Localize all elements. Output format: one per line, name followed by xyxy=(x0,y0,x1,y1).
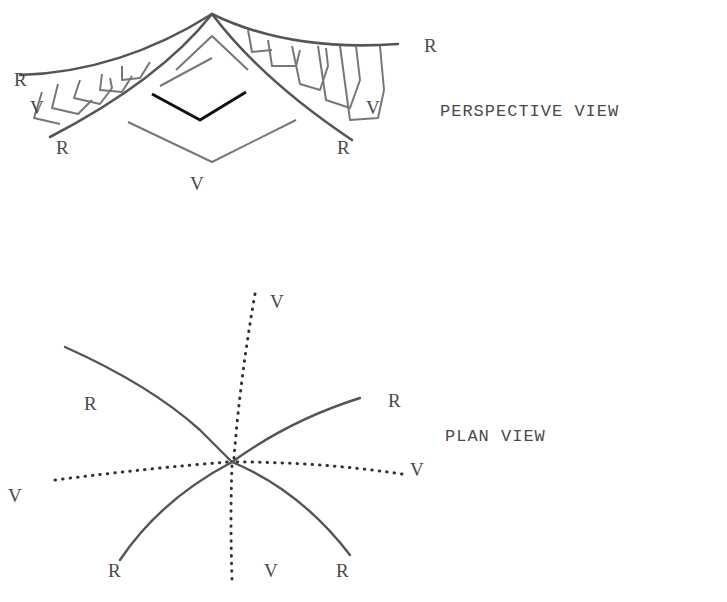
landform-letter: V xyxy=(366,98,380,117)
landform-letter: R xyxy=(56,138,69,157)
landform-letter: R xyxy=(424,36,437,55)
landform-letter: R xyxy=(14,70,27,89)
landform-letter: R xyxy=(336,561,349,580)
perspective-ridges xyxy=(20,14,398,140)
landform-letter: V xyxy=(190,174,204,193)
landform-letter: V xyxy=(8,486,22,505)
landform-letter: R xyxy=(337,138,350,157)
landform-letter: V xyxy=(270,292,284,311)
landform-letter: V xyxy=(30,98,44,117)
landform-letter: V xyxy=(264,561,278,580)
landform-letter: R xyxy=(388,391,401,410)
landform-letter: V xyxy=(410,460,424,479)
perspective-contours xyxy=(34,30,384,162)
landform-letter: R xyxy=(108,561,121,580)
view-title: PLAN VIEW xyxy=(445,428,546,445)
plan-valleys xyxy=(55,294,402,580)
landform-letter: R xyxy=(84,394,97,413)
plan-ridges xyxy=(65,347,360,560)
view-title: PERSPECTIVE VIEW xyxy=(440,103,619,120)
valley-line xyxy=(152,92,246,120)
